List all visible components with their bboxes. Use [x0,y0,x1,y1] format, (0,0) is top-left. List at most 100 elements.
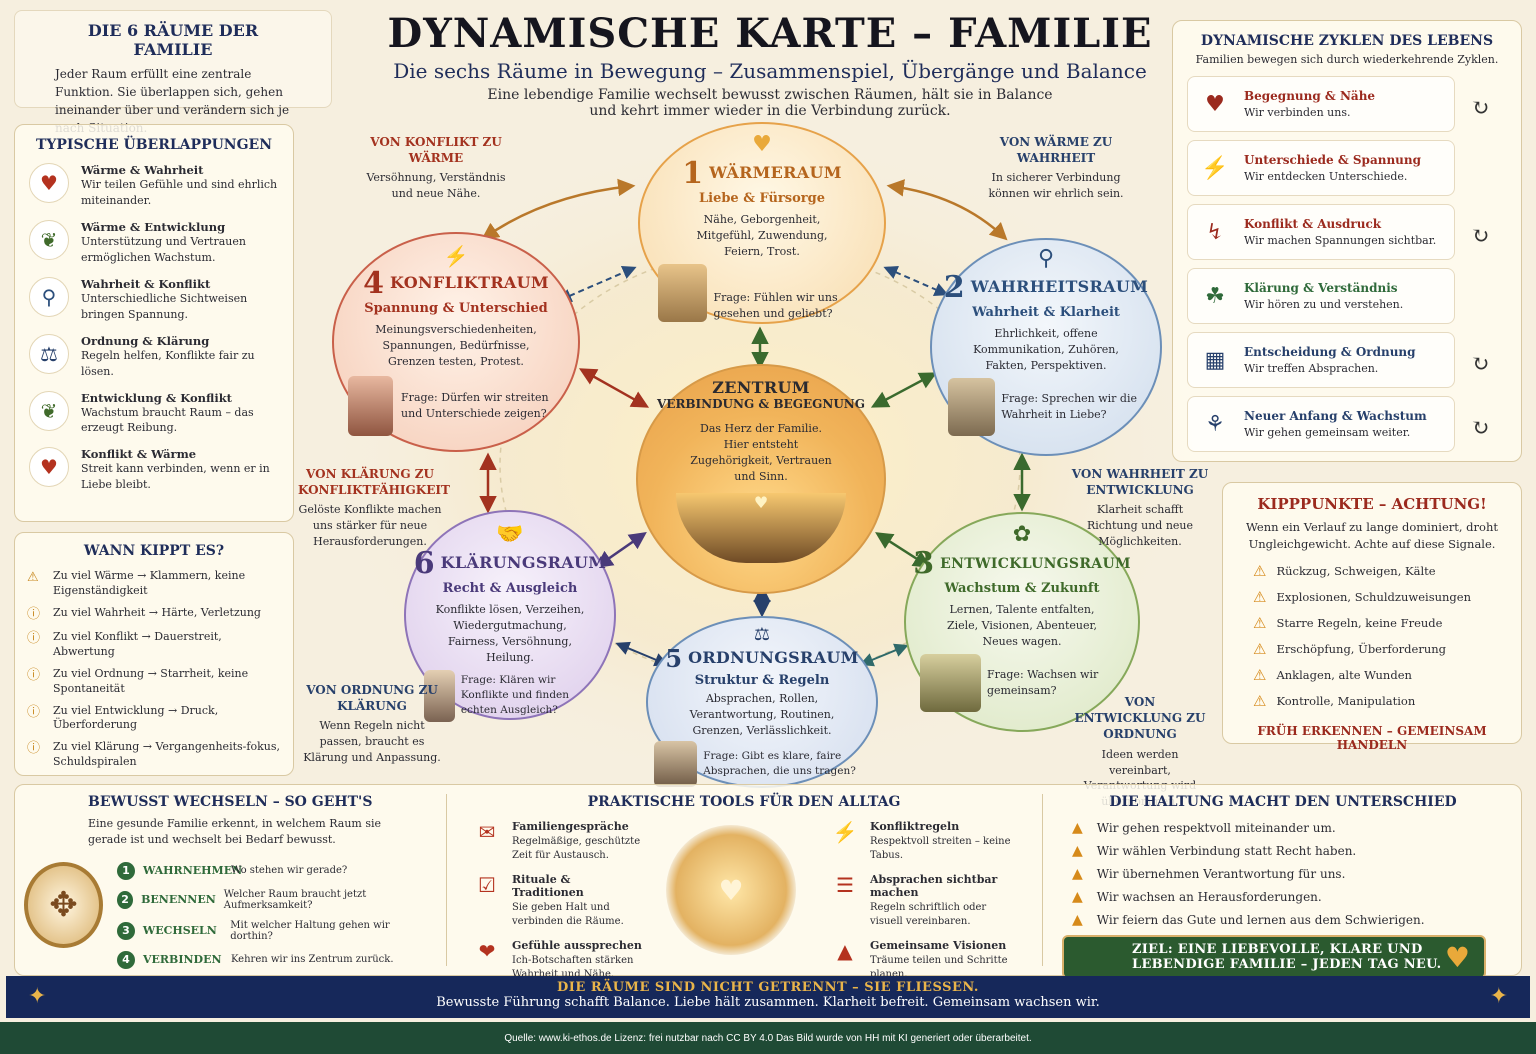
attitude-title: DIE HALTUNG MACHT DEN UNTERSCHIED [1109,794,1457,810]
transition-text: Gelöste Konflikte machen uns stärker für… [298,503,442,549]
kipp-item: ⚠ Anklagen, alte Wunden [1253,666,1507,684]
transition-wahrheit-entwicklung: VON WAHRHEIT ZU ENTWICKLUNG Klarheit sch… [1070,466,1210,550]
arrow-waerme-wahrheit [886,179,1008,241]
room-wahrheit-name: WAHRHEITSRAUM [970,277,1149,296]
divider [446,794,447,966]
tipping-title: WANN KIPPT ES? [83,543,225,559]
tree-illustration: ♥ [646,820,816,960]
tool-text: Respektvoll streiten – keine Tabus. [870,836,1011,861]
kipp-text: Rückzug, Schweigen, Kälte [1276,564,1436,579]
room-entwicklung-sub: Wachstum & Zukunft [944,581,1100,596]
warning-icon: ⚠ [1253,640,1267,659]
overlap-title: Wahrheit & Konflikt [81,276,211,291]
room-ordnung-sub: Struktur & Regeln [694,673,830,688]
room-klaerung-name: KLÄRUNGSRAUM [440,553,607,572]
tool-text: Sie geben Halt und verbinden die Räume. [512,902,624,927]
cycle-arrows-icon: ↻ [1471,415,1490,441]
family-illustration [658,263,708,322]
page-subtitle: Die sechs Räume in Bewegung – Zusammensp… [393,59,1147,83]
transition-title: VON KONFLIKT ZU WÄRME [370,135,502,166]
step-text: Mit welcher Haltung gehen wir dorthin? [230,919,390,942]
step-number: 4 [116,950,135,969]
arrow-dashed-left [557,266,637,302]
cycle-text: Wir entdecken Unterschiede. [1244,170,1408,183]
room-waerme-number: 1 [682,156,704,191]
heart-bubble-icon: ❤ [478,939,496,963]
center-circle: ZENTRUM VERBINDUNG & BEGEGNUNG Das Herz … [636,364,886,594]
transition-konflikt-waerme: VON KONFLIKT ZU WÄRME Versöhnung, Verstä… [366,134,506,202]
warning-icon: ⚠ [1253,666,1267,685]
arrow-dashed-right [883,266,949,296]
attitude-icon: ▲ [1072,866,1083,882]
warning-icon: ⚠ [27,570,39,585]
transition-text: Versöhnung, Verständnis und neue Nähe. [366,171,506,201]
source-footer: Quelle: www.ki-ethos.de Lizenz: frei nut… [0,1022,1536,1054]
kipp-item: ⚠ Rückzug, Schweigen, Kälte [1253,562,1507,580]
transition-text: Wenn Regeln nicht passen, braucht es Klä… [303,719,441,765]
cycles-panel: DYNAMISCHE ZYKLEN DES LEBENS Familien be… [1172,20,1522,462]
compass-icon: ✥ [24,861,103,948]
warning-icon: ⚠ [1253,692,1267,711]
transition-waerme-wahrheit: VON WÄRME ZU WAHRHEIT In sicherer Verbin… [986,134,1126,202]
dove-icon: ✦ [28,984,47,1009]
room-klaerung-desc: Konflikte lösen, Verzeihen, Wiedergutmac… [435,603,585,664]
cycles-subtitle: Familien bewegen sich durch wiederkehren… [1195,53,1499,66]
attitude-icon: ▲ [1072,820,1083,836]
transition-text: Klarheit schafft Richtung und neue Mögli… [1086,503,1194,549]
conflict-illustration [348,375,394,436]
room-konflikt-number: 4 [363,266,384,301]
warning-icon: ⚠ [1253,614,1267,633]
arrow-center-entwicklung [875,532,931,568]
warning-icon: ⚠ [1253,588,1267,607]
kipp-text: Anklagen, alte Wunden [1276,668,1412,683]
leaf-icon: ❦ [29,219,69,260]
room-wahrheit-question: Frage: Sprechen wir die Wahrheit in Lieb… [1001,391,1138,421]
overlap-text: Wachstum braucht Raum – das erzeugt Reib… [81,405,254,435]
dove-icon: ✦ [1489,984,1508,1009]
cycle-title: Konflikt & Ausdruck [1244,217,1382,231]
room-klaerung-number: 6 [413,546,435,581]
overlaps-panel: TYPISCHE ÜBERLAPPUNGEN ♥Wärme & Wahrheit… [14,124,294,522]
page-header: DYNAMISCHE KARTE – FAMILIE Die sechs Räu… [340,10,1200,119]
mountain-flag-icon: ▲ [837,939,853,963]
step-text: Wo stehen wir gerade? [230,865,348,877]
transition-title: VON ENTWICKLUNG ZU ORDNUNG [1074,695,1206,742]
arrow-konflikt-waerme [481,178,636,241]
room-ordnung-desc: Absprachen, Rollen, Verantwortung, Routi… [689,692,835,737]
tipping-text: Zu viel Entwicklung → Druck, Überforderu… [53,703,219,732]
center-heart-icon: ♥ [753,492,769,512]
heart-icon: ♥ [1205,91,1225,117]
warning-icon: ⚠ [1253,562,1267,581]
cycle-text: Wir gehen gemeinsam weiter. [1244,426,1411,439]
overlap-title: Konflikt & Wärme [81,447,197,462]
overlap-title: Wärme & Wahrheit [81,163,204,177]
transition-title: VON KLÄRUNG ZU KONFLIKTFÄHIGKEIT [298,467,450,498]
cycle-text: Wir hören zu und verstehen. [1244,298,1404,311]
alert-circle-icon: ⓘ [27,606,41,622]
room-klaerung-sub: Recht & Ausgleich [442,581,578,596]
room-ordnung-name: ORDNUNGSRAUM [688,648,859,667]
kipp-item: ⚠Starre Regeln, keine Freude [1253,614,1507,632]
divider [1042,794,1043,966]
transition-title: VON ORDNUNG ZU KLÄRUNG [306,683,438,714]
attitude-text: Wir übernehmen Verantwortung für uns. [1096,867,1346,881]
arrow-center-left [578,368,650,408]
